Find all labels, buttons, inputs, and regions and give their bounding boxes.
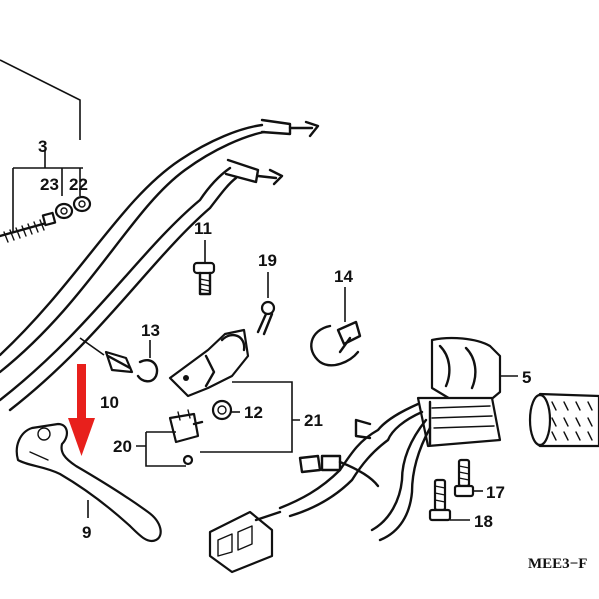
callout-21: 21 [304, 411, 323, 430]
callout-20: 20 [113, 437, 132, 456]
callout-11: 11 [194, 219, 212, 238]
clutch-lever-9 [15, 422, 162, 543]
bracket-21 [200, 381, 300, 453]
bolt-18 [428, 478, 452, 522]
adjuster-bolt [0, 211, 57, 243]
callout-19: 19 [258, 251, 277, 270]
callout-17: 17 [486, 483, 505, 502]
callout-12: 12 [244, 403, 263, 422]
screw-20 [182, 454, 194, 466]
washer-13 [136, 359, 159, 383]
callout-10: 10 [100, 393, 119, 412]
screw-11 [192, 261, 216, 296]
red-down-arrow-icon [68, 364, 95, 456]
throttle-cable-inner [0, 158, 284, 412]
throttle-cable-outer [0, 118, 320, 374]
callout-14: 14 [334, 267, 353, 286]
clip-14 [310, 320, 362, 367]
callout-13: 13 [141, 321, 160, 340]
switch-20 [168, 409, 204, 444]
grip [528, 392, 599, 448]
nut-22 [72, 195, 92, 213]
callout-23: 23 [40, 175, 59, 194]
callout-22: 22 [69, 175, 88, 194]
leader-top-left [0, 59, 81, 140]
bracket-3 [12, 150, 83, 232]
clutch-lever-bracket [168, 328, 250, 398]
bolt-19 [256, 300, 276, 336]
callout-18: 18 [474, 512, 493, 531]
leader-10 [79, 337, 105, 356]
connector [208, 510, 282, 574]
callout-3: 3 [38, 137, 47, 156]
bolt-17 [453, 458, 475, 498]
washer-12 [211, 399, 233, 421]
wire-harness [278, 402, 432, 542]
diagram-code: MEE3−F [528, 556, 587, 572]
callout-9: 9 [82, 523, 91, 542]
handlebar-switch-5 [416, 336, 502, 448]
bracket-20 [136, 431, 186, 467]
nut-23 [54, 202, 74, 220]
callout-5: 5 [522, 368, 531, 387]
pivot-bolt-10 [104, 350, 134, 374]
